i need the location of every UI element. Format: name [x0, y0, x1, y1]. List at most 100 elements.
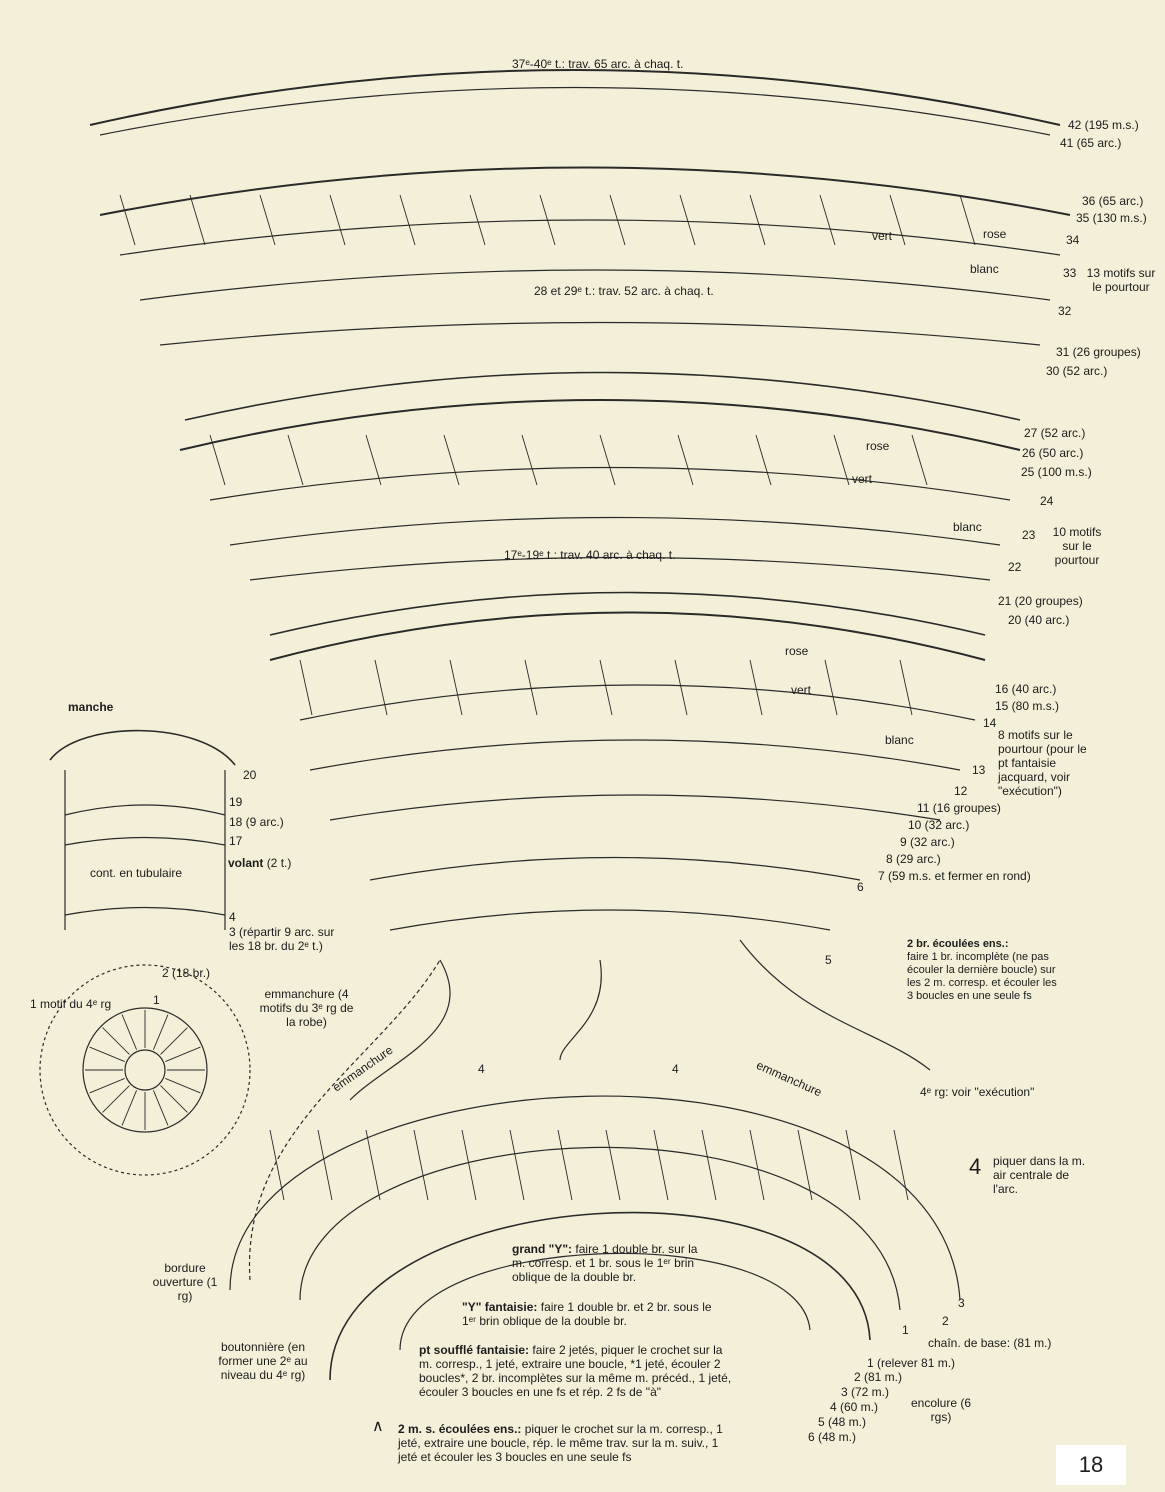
yoke-stitch-3 [413, 1129, 429, 1201]
motif-4-label: 1 motif du 4ᵉ rg [30, 997, 112, 1011]
legend-y-fantaisie-title: "Y" fantaisie: [462, 1300, 538, 1314]
yoke-stitch-0 [269, 1129, 285, 1201]
tier1-stitch-2 [259, 194, 276, 246]
row-9-label: 9 (32 arc.) [900, 835, 955, 849]
tier2-arc-c [209, 466, 1011, 501]
tier3-stitch-6 [749, 659, 763, 716]
armhole-spoke-6 [102, 1085, 130, 1113]
volant-rest: (2 t.) [266, 856, 292, 870]
row-21-label: 21 (20 groupes) [998, 594, 1083, 608]
legend-pt-souffle: pt soufflé fantaisie: faire 2 jetés, piq… [419, 1343, 737, 1399]
wave-right-1 [739, 939, 931, 1071]
row-34-label: 34 [1066, 233, 1080, 247]
legend-grand-y: grand "Y": faire 1 double br. sur la m. … [512, 1242, 712, 1284]
tier1-stitch-1 [189, 194, 206, 246]
wave-left-1 [349, 959, 451, 1101]
yoke-row-5: 5 (48 m.) [818, 1415, 867, 1429]
tier1-arc-a [99, 166, 1071, 216]
tier3-stitch-2 [449, 659, 463, 716]
row-31-label: 31 (26 groupes) [1056, 345, 1141, 359]
tier2-stitch-1 [287, 434, 304, 486]
tier2-stitch-8 [833, 434, 850, 486]
armhole-spoke-1 [165, 1078, 201, 1094]
row-26-label: 26 (50 arc.) [1022, 446, 1084, 460]
color-rose-label-3: rose [785, 644, 809, 658]
tier1-arc-b [119, 219, 1061, 256]
tier1-arc-c [139, 269, 1051, 301]
sleeve-cont-label: cont. en tubulaire [90, 866, 183, 880]
legend-grand-y-text: faire 1 double br. sur la m. corresp. et… [512, 1242, 698, 1284]
armhole-spoke-10 [102, 1027, 130, 1055]
sleeve-title: manche [68, 700, 114, 714]
sleeve-volant-label: volant (2 t.) [228, 856, 291, 870]
color-rose-label-1: rose [983, 227, 1007, 241]
color-blanc-label-2: blanc [953, 520, 982, 534]
yoke-stitch-13 [893, 1129, 909, 1201]
tier1-stitch-8 [679, 194, 696, 246]
tier1-border-inner [99, 86, 1051, 136]
tier1-stitch-10 [819, 194, 836, 246]
tier3-arc-f [369, 856, 861, 881]
tier1-stitch-11 [889, 194, 906, 246]
armhole-spoke-15 [165, 1046, 201, 1062]
armhole-outer-circle [39, 964, 251, 1176]
tier2-arc-d [229, 516, 1001, 546]
yoke-row-2: 2 (81 m.) [854, 1370, 903, 1384]
armhole-spoke-13 [153, 1014, 169, 1050]
yoke-stitch-10 [749, 1129, 765, 1201]
tier3-stitch-0 [299, 659, 313, 716]
yoke-stitch-9 [701, 1129, 717, 1201]
tier1-stitch-9 [749, 194, 766, 246]
motifs-8-label: 8 motifs sur le pourtour (pour le pt fan… [998, 728, 1087, 798]
sleeve-row-2: 2 (18 br.) [162, 966, 211, 980]
wave-center [559, 959, 602, 1061]
yoke-boutonniere: boutonnière (en former une 2ᵉ au niveau … [218, 1340, 308, 1382]
yoke-stitch-5 [509, 1129, 525, 1201]
tier1-stitch-4 [399, 194, 416, 246]
yoke-num-4a: 4 [478, 1062, 485, 1076]
row-14-label: 14 [983, 716, 997, 730]
tier2-stitch-3 [443, 434, 460, 486]
rows-28-29-label: 28 et 29ᵉ t.: trav. 52 arc. à chaq. t. [534, 284, 714, 298]
row-25-label: 25 (100 m.s.) [1021, 465, 1092, 479]
legend-y-fantaisie-text: faire 1 double br. et 2 br. sous le 1ᵉʳ … [462, 1300, 712, 1328]
row-23-label: 23 [1022, 528, 1036, 542]
wave-left-2 [248, 959, 441, 1281]
sleeve-sides [64, 770, 226, 930]
color-blanc-label-3: blanc [885, 733, 914, 747]
yoke-num-3: 3 [958, 1296, 965, 1310]
tier3-stitch-1 [374, 659, 388, 716]
tier2-stitch-6 [677, 434, 694, 486]
tier3-stitch-5 [674, 659, 688, 716]
tier2-stitch-4 [521, 434, 538, 486]
row-30-label: 30 (52 arc.) [1046, 364, 1108, 378]
tier2-stitch-0 [209, 434, 226, 486]
armhole-spoke-5 [121, 1090, 137, 1126]
emmanchure-note: emmanchure (4 motifs du 3ᵉ rg de la robe… [259, 987, 354, 1029]
armhole-center [124, 1049, 166, 1091]
legend-y-fantaisie: "Y" fantaisie: faire 1 double br. et 2 b… [462, 1300, 712, 1328]
legend-grand-y-title: grand "Y": [512, 1242, 573, 1256]
armhole-inner-circle [82, 1007, 208, 1133]
motifs-13-label: 13 motifs sur le pourtour [1086, 266, 1156, 294]
legend-rg4-note: 4ᵉ rg: voir "exécution" [920, 1085, 1035, 1099]
row-5-label: 5 [825, 953, 832, 967]
legend-br-ecoulees-text: faire 1 br. incomplète (ne pas écouler l… [907, 951, 1057, 1002]
tier1-stitch-3 [329, 194, 346, 246]
yoke-neck-arc [399, 1252, 811, 1351]
tier3-arc-b [269, 611, 986, 661]
row-27-label: 27 (52 arc.) [1024, 426, 1086, 440]
sleeve-row-4: 4 [229, 910, 236, 924]
legend-ms-ecoulees-text: piquer le crochet sur la m. corresp., 1 … [398, 1422, 723, 1464]
legend-ms-ecoulees-title: 2 m. s. écoulées ens.: [398, 1422, 522, 1436]
sleeve-row-18: 18 (9 arc.) [229, 815, 284, 829]
sleeve-row-19: 19 [229, 795, 243, 809]
yoke-row-1: 1 (relever 81 m.) [867, 1356, 956, 1370]
tier3-stitch-8 [899, 659, 913, 716]
row-35-label: 35 (130 m.s.) [1076, 211, 1147, 225]
sleeve-row-3: 3 (répartir 9 arc. sur les 18 br. du 2ᵉ … [229, 925, 335, 953]
yoke-stitch-8 [653, 1129, 669, 1201]
yoke-stitch-1 [317, 1129, 333, 1201]
ms-ecoulees-symbol: ∧ [372, 1418, 384, 1435]
